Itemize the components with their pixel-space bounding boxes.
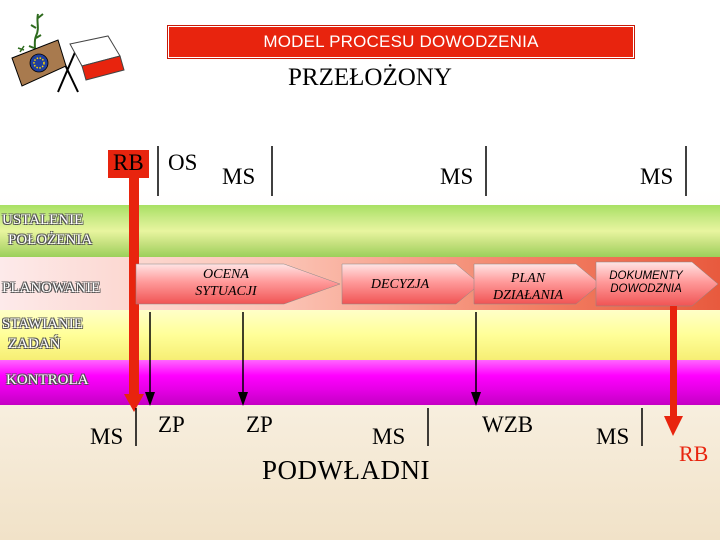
arrow-down-1 [145,392,155,406]
arrow-down-2 [238,392,248,406]
arrow-text-plan: PLAN DZIAŁANIA [478,270,578,304]
bottom-rb-label: RB [679,441,708,467]
rb-arrowhead-left [124,394,144,412]
bottom-ms-label-3: MS [596,424,629,450]
arrow-down-3 [471,392,481,406]
bottom-zp-label-2: ZP [246,412,273,438]
band-label-zadan: ZADAŃ [8,336,61,353]
rb-arrowhead-right [664,416,683,436]
band-label-stawianie: STAWIANIE [2,316,83,333]
arrow-text-decyzja: DECYZJA [350,276,450,293]
band-label-polozenia: POŁOŻENIA [8,232,92,249]
arrow-text-dokumenty: DOKUMENTY DOWODZNIA [600,270,692,296]
arrow-text-ocena: OCENA SYTUACJI [176,266,276,300]
arrow-text-dokumenty-line2: DOWODZNIA [600,283,692,296]
rb-vertical-bar-right [670,306,677,418]
band-label-ustalenie: USTALENIE [2,212,83,229]
bottom-ms-label-2: MS [372,424,405,450]
band-label-planowanie: PLANOWANIE [2,280,100,297]
band-label-kontrola: KONTROLA [6,372,89,389]
bottom-zp-label-1: ZP [158,412,185,438]
arrow-text-plan-line2: DZIAŁANIA [478,287,578,304]
arrow-text-dokumenty-line1: DOKUMENTY [600,270,692,283]
arrow-text-ocena-line1: OCENA [176,266,276,283]
bottom-ms-label-1: MS [90,424,123,450]
arrow-text-plan-line1: PLAN [478,270,578,287]
subordinates-label: PODWŁADNI [262,455,430,486]
arrow-text-ocena-line2: SYTUACJI [176,283,276,300]
bottom-wzb-label: WZB [482,412,533,438]
